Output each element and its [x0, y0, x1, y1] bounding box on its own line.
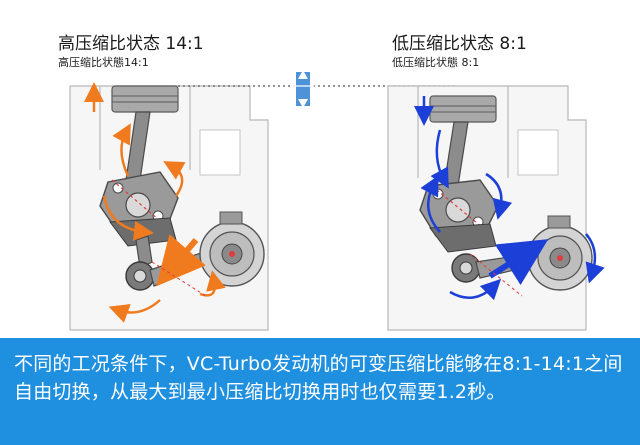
height-difference-marker: [292, 70, 314, 108]
right-arrow-actuator: [488, 239, 549, 286]
left-arrow-counter: [163, 161, 186, 197]
left-arrow-multilink: [102, 195, 154, 241]
left-piston: [111, 85, 179, 113]
right-arrow-counter: [485, 172, 513, 220]
caption-text: 不同的工况条件下，VC-Turbo发动机的可变压缩比能够在8:1-14:1之间自…: [14, 353, 623, 403]
right-arrow-lower: [449, 278, 502, 301]
left-engine: [69, 82, 269, 331]
left-arrow-lower: [108, 299, 161, 323]
right-arrow-motor: [585, 233, 605, 284]
right-arrow-rod: [430, 129, 449, 189]
right-arrow-multilink: [420, 175, 441, 233]
right-piston: [429, 95, 497, 123]
left-state-title: 高压缩比状态 14:1: [58, 34, 204, 54]
right-engine: [387, 85, 605, 331]
right-block-cutout: [517, 129, 559, 176]
right-state-subtitle: 低压缩比状態 8:1: [392, 56, 480, 69]
left-arrow-actuator: [156, 234, 206, 287]
caption-banner: 不同的工况条件下，VC-Turbo发动机的可变压缩比能够在8:1-14:1之间自…: [0, 338, 640, 445]
right-state-title: 低压缩比状态 8:1: [392, 34, 527, 54]
left-arrow-motor: [199, 270, 226, 297]
left-state-subtitle: 高压缩比状態14:1: [58, 56, 149, 69]
right-cylinder-wall: [417, 86, 509, 178]
left-block-cutout: [199, 129, 241, 176]
engine-comparison-diagram: [69, 70, 605, 331]
left-arrow-rod: [112, 123, 131, 177]
